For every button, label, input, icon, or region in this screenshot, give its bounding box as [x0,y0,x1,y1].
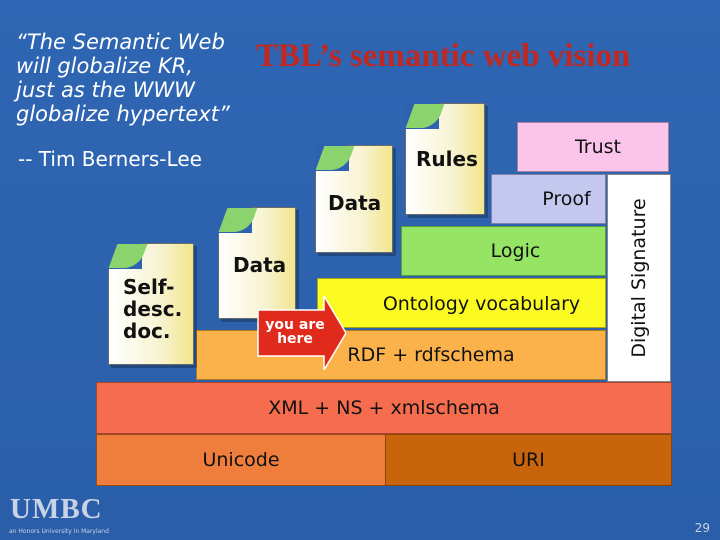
doc-fold-icon [405,104,445,128]
doc-fold-icon [315,146,355,170]
doc-self-desc-label: Self- desc. doc. [123,275,183,343]
quote-attribution: -- Tim Berners-Lee [18,147,202,171]
layer-xml: XML + NS + xmlschema [96,382,672,434]
quote: “The Semantic Web will globalize KR, jus… [16,30,256,126]
layer-digital-signature: Digital Signature [607,174,671,382]
doc-data-1-label: Data [233,253,287,277]
you-are-here-arrow-icon [257,296,346,370]
doc-rules-label: Rules [416,147,478,171]
doc-fold-icon [218,208,258,232]
doc-data-2-label: Data [328,191,382,215]
layer-uri: URI [385,434,672,486]
doc-self-desc: Self- desc. doc. [108,243,194,365]
slide-title: TBL’s semantic web vision [256,38,631,74]
quote-line: will globalize KR, [16,54,193,78]
quote-line: globalize hypertext” [16,102,230,126]
layer-logic: Logic [401,226,606,276]
quote-line: just as the WWW [16,78,195,102]
umbc-logo: UMBC [10,493,103,525]
layer-trust: Trust [517,122,669,172]
doc-data-2: Data [315,145,393,253]
layer-unicode: Unicode [96,434,386,486]
digital-signature-label: Digital Signature [628,198,650,358]
layer-proof: Proof [491,174,606,224]
doc-fold-icon [108,244,148,268]
umbc-logo-subtitle: an Honors University in Maryland [9,528,109,535]
quote-line: “The Semantic Web [16,30,225,54]
doc-rules: Rules [405,103,485,215]
doc-data-1: Data [218,207,296,319]
layer-ontology: Ontology vocabulary [317,278,606,328]
page-number: 29 [694,521,710,535]
you-are-here-label: you are here [265,317,325,347]
